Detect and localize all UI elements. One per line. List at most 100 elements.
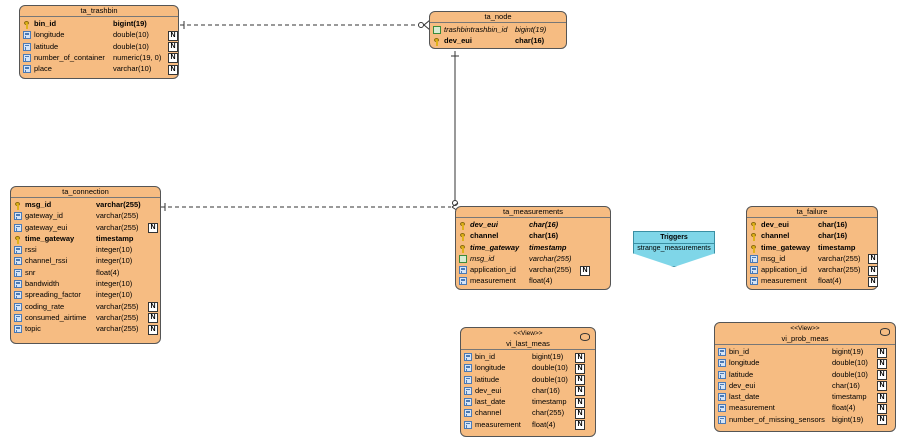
column-type: integer(10) [96,256,133,266]
column-name: msg_id [761,253,786,263]
column-icon [14,268,22,277]
column-type: double(10) [113,41,149,51]
nullable-marker: N [575,408,585,419]
rel-trashbin-node-zero [418,22,424,28]
nullable-marker: N [168,30,178,41]
column-type: float(4) [96,267,120,277]
column-icon [14,325,22,334]
view-header: <<View>> vi_last_meas [461,328,595,350]
nullable-marker: N [575,363,585,374]
key-icon [434,38,439,47]
column-name: bin_id [729,347,750,356]
nullable-marker: N [168,53,178,64]
column-icon [718,404,726,413]
column-type: timestamp [96,233,134,243]
key-icon [751,244,756,254]
column-icon [718,370,726,379]
column-name: consumed_airtime [25,312,87,322]
nullable-marker: N [868,276,878,287]
trigger-shape[interactable]: Triggers strange_measurements [633,231,715,267]
foreign-key-icon [433,26,441,34]
column-type: char(255) [532,408,565,418]
column-icon [718,393,726,402]
column-icon [14,280,22,289]
table-title: ta_trashbin [20,6,178,17]
key-icon [24,21,29,30]
column-name: dev_eui [470,220,498,229]
column-type: double(10) [532,374,568,384]
column-icon [464,386,472,395]
column-type: varchar(255) [96,301,139,311]
primary-key-icon [23,20,31,30]
column-name: msg_id [25,200,52,209]
table-title: ta_measurements [456,207,610,218]
table-row[interactable]: channel char(255) N [464,407,592,419]
column-name: dev_eui [761,220,789,229]
nullable-marker: N [868,254,878,265]
column-name: place [34,64,52,74]
primary-key-icon [459,232,467,242]
column-name: application_id [470,265,516,275]
primary-key-icon [433,37,441,47]
column-type: float(4) [529,276,553,286]
column-icon [718,381,726,390]
nullable-marker: N [877,381,887,392]
column-name: channel [475,408,502,418]
primary-key-icon [14,201,22,210]
column-name: latitude [34,41,59,51]
table-title: ta_failure [747,207,877,218]
